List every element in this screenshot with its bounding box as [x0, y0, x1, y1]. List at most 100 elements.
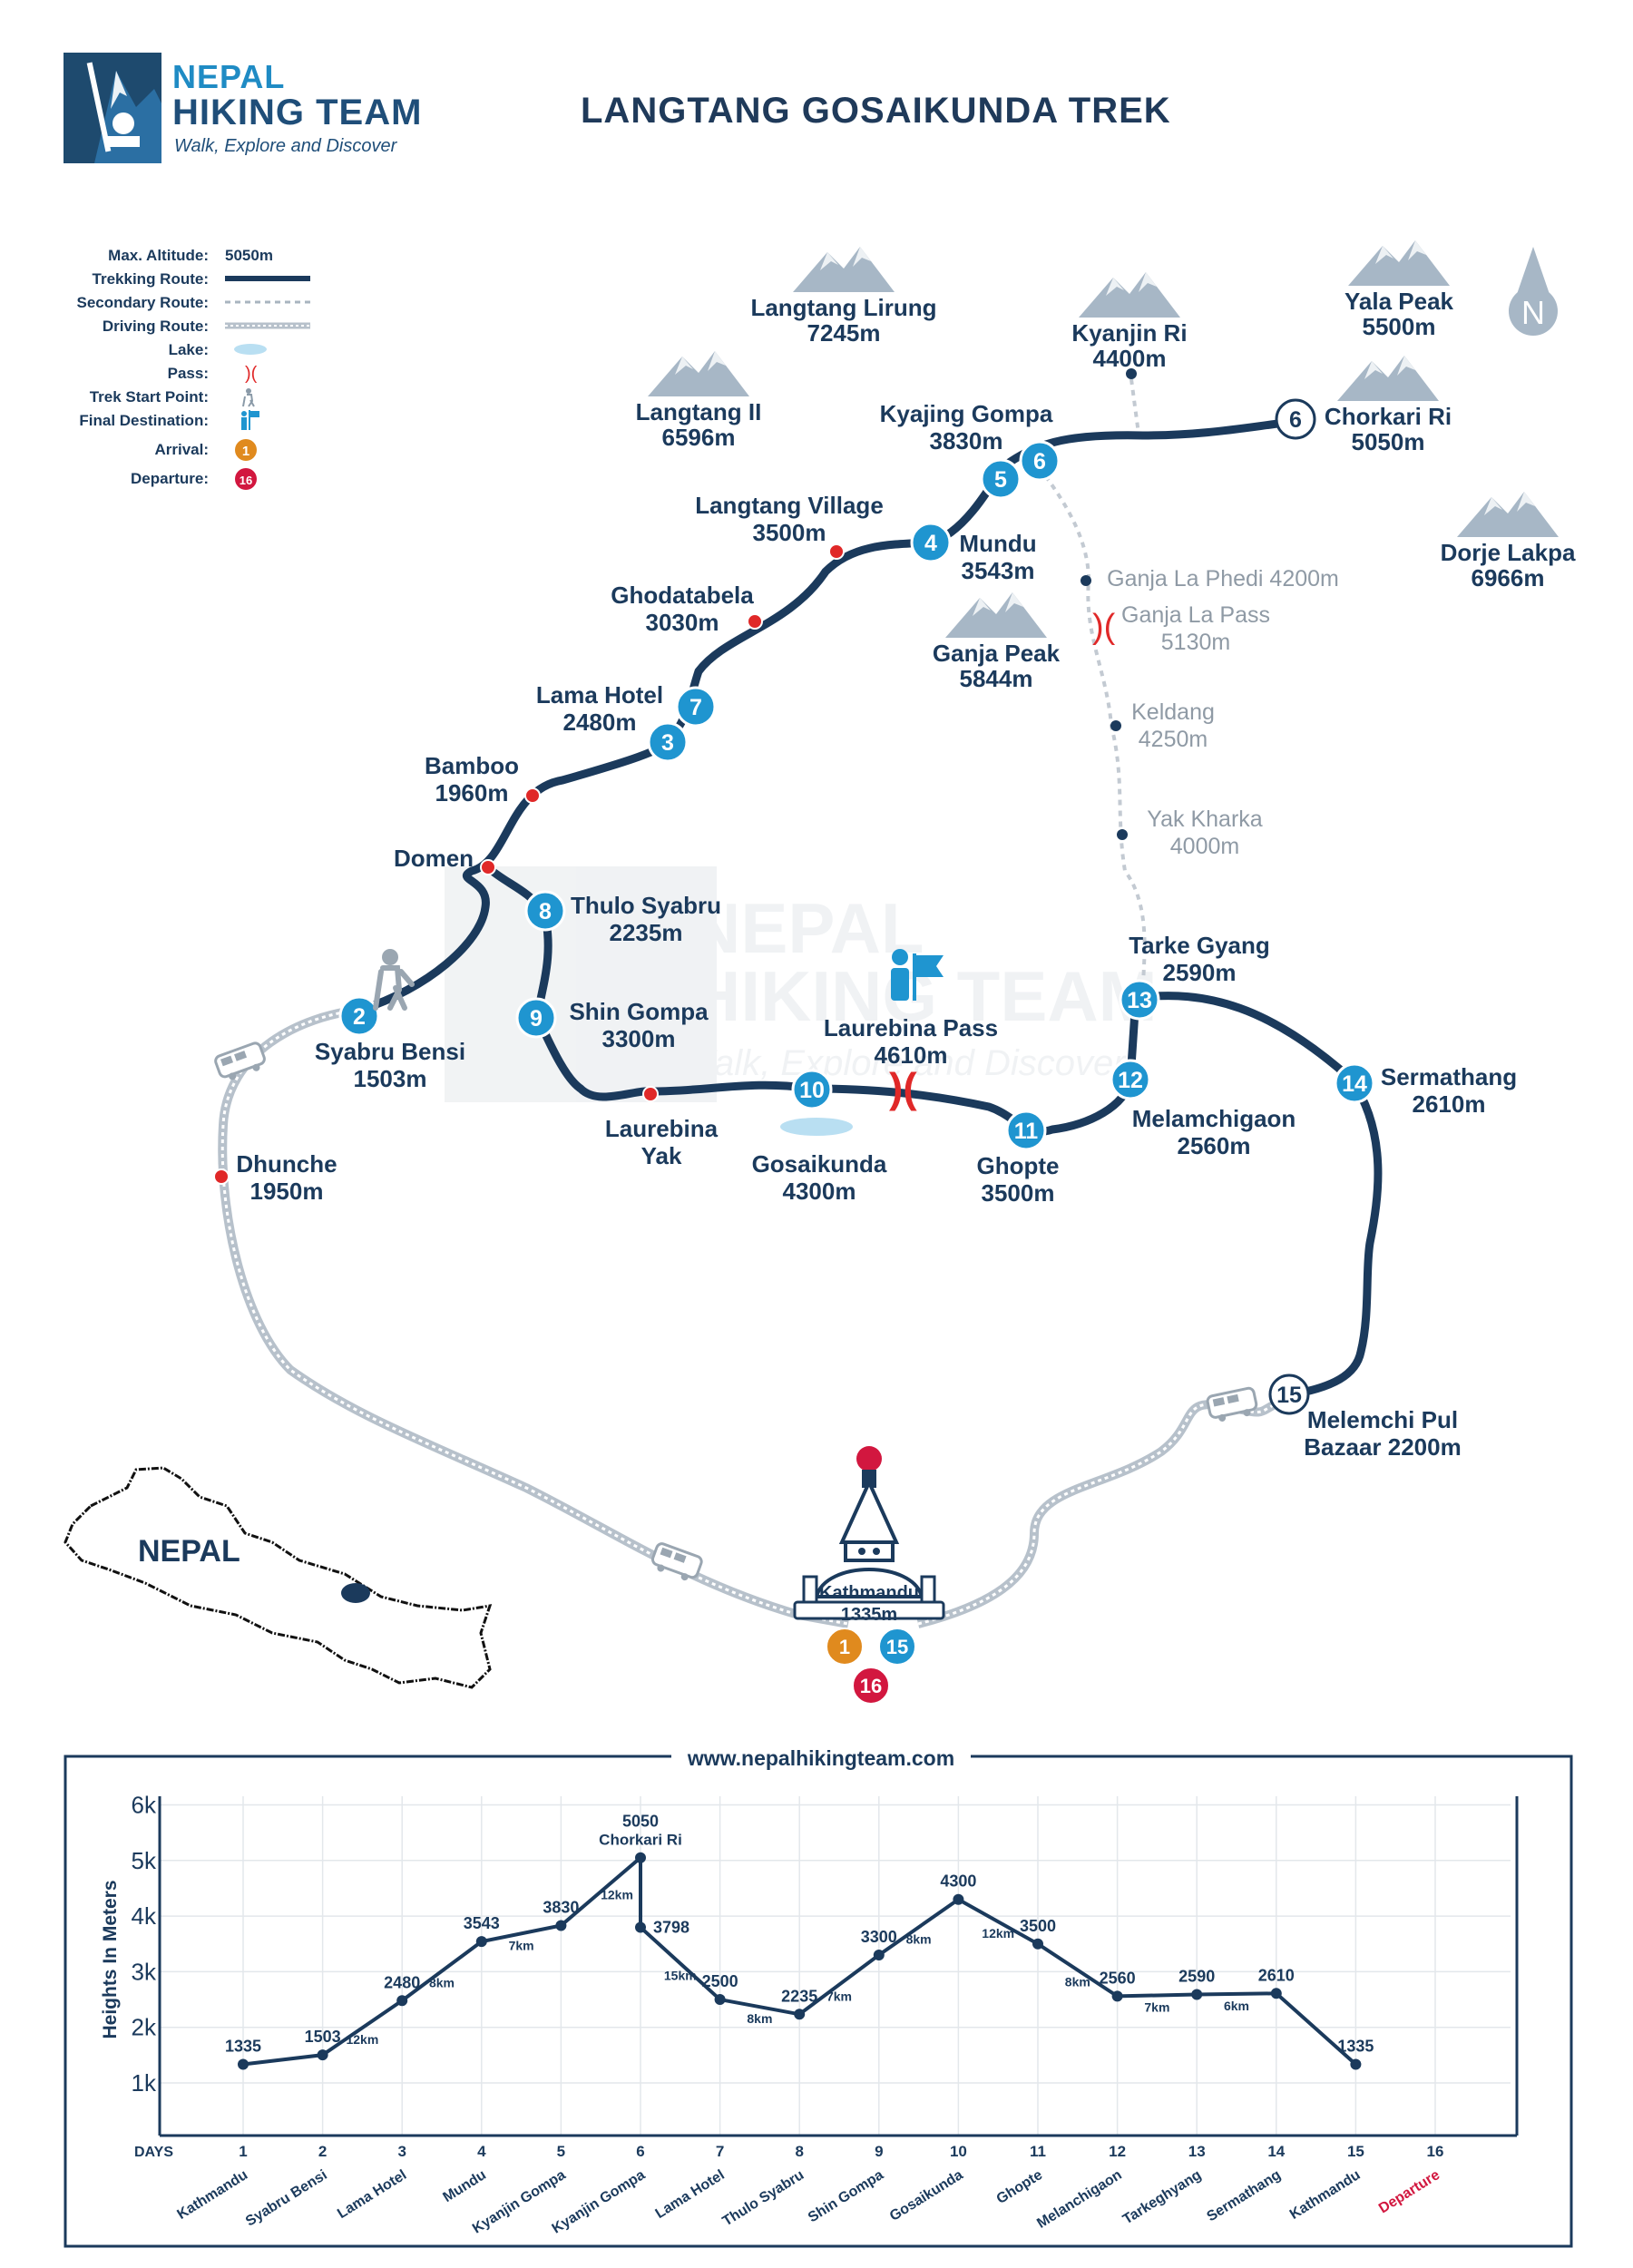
profile-point-label: 3500 [1020, 1917, 1056, 1935]
secondary-place-name: Yak Kharka [1147, 807, 1262, 832]
place-name: Lama Hotel [536, 681, 663, 709]
x-tick-label: 16 [1427, 2143, 1444, 2160]
profile-point [317, 2049, 328, 2061]
profile-point [475, 1936, 487, 1948]
day-marker-number: 3 [661, 730, 674, 756]
day-name-label: Syabru Bensi [243, 2167, 330, 2230]
stop-dot [524, 787, 541, 804]
laurebina-pass-icon: )( [889, 1064, 917, 1111]
profile-line [242, 1853, 1357, 2067]
mountain-altitude: 4400m [1093, 345, 1167, 372]
place-altitude: 1503m [354, 1065, 427, 1092]
legend-label: Departure: [131, 470, 209, 487]
profile-point-label: 3798 [653, 1918, 689, 1936]
secondary-place-name: Ganja La Pass [1121, 602, 1270, 628]
trek-map: NEPAL HIKING TEAM Walk, Explore and Disc… [64, 240, 1576, 1705]
stop-dot [213, 1168, 230, 1185]
x-tick-label: 4 [477, 2143, 486, 2160]
day-marker [524, 890, 566, 932]
map-legend: Max. Altitude: 5050m Trekking Route: Sec… [77, 247, 310, 490]
day-name-label: Kathmandu [1287, 2167, 1364, 2223]
brand-tagline: Walk, Explore and Discover [174, 136, 397, 156]
profile-grid [158, 1796, 1519, 2137]
place-name: Syabru Bensi [315, 1038, 465, 1065]
x-tick-label: 14 [1267, 2143, 1285, 2160]
place-name: Dhunche [236, 1150, 337, 1178]
profile-point-label: 3543 [464, 1914, 500, 1932]
departure-badge-text: 16 [240, 474, 252, 487]
day-marker [791, 1069, 833, 1110]
day-marker [1275, 398, 1316, 440]
return-marker-text: 15 [886, 1636, 908, 1658]
departure-marker [852, 1667, 890, 1705]
day-marker-number: 15 [1276, 1383, 1302, 1408]
stop-dot [480, 859, 496, 875]
place-altitude: 2235m [610, 919, 683, 946]
lake-icon [234, 344, 267, 355]
stop-dot [747, 613, 763, 630]
x-axis-title: DAYS [134, 2145, 173, 2160]
mountain-name: Langtang Lirung [750, 294, 936, 321]
compass-icon: N [1509, 247, 1558, 336]
profile-point [714, 1994, 726, 2006]
y-tick-label: 4k [132, 1902, 157, 1930]
langtang-region-icon [341, 1583, 370, 1603]
secondary-place-altitude: 4250m [1139, 727, 1208, 752]
kyanjin-ri-dot [1126, 368, 1137, 379]
place-name: Mundu [959, 530, 1036, 557]
day-marker [1119, 979, 1160, 1021]
arrival-marker [826, 1628, 864, 1666]
final-destination-flag-icon [891, 949, 944, 1001]
place-altitude: 4610m [875, 1041, 948, 1069]
profile-point [635, 1921, 646, 1933]
y-tick-label: 5k [132, 1847, 157, 1874]
distance-label: 7km [1144, 1999, 1169, 2014]
day-marker-number: 9 [530, 1006, 543, 1031]
day-marker-number: 6 [1033, 449, 1046, 474]
profile-point-label: 2500 [702, 1972, 738, 1990]
profile-point [873, 1950, 885, 1961]
distance-label: 12km [346, 2032, 378, 2047]
elevation-profile: www.nepalhikingteam.com Heights In Meter… [64, 1742, 1573, 2248]
distance-label: 8km [1065, 1975, 1090, 1989]
trek-start-hiker-icon [373, 949, 415, 1011]
vehicle-icon [214, 1041, 266, 1080]
profile-point-label: 2560 [1100, 1969, 1136, 1987]
brand-name-line1: NEPAL [172, 58, 286, 95]
day-marker [1334, 1062, 1375, 1104]
profile-point [794, 2009, 806, 2020]
place-name: Melemchi Pul [1307, 1406, 1458, 1433]
day-marker-number: 7 [689, 695, 702, 720]
arrival-badge [235, 439, 257, 461]
day-marker [515, 997, 557, 1039]
departure-marker-text: 16 [860, 1675, 882, 1697]
website-url[interactable]: www.nepalhikingteam.com [687, 1746, 954, 1770]
distance-label: 8km [747, 2011, 772, 2026]
pass-icon: )( [245, 364, 258, 384]
profile-path [242, 1853, 1357, 2067]
x-tick-label: 6 [636, 2143, 644, 2160]
brand-logo[interactable]: NEPAL HIKING TEAM Walk, Explore and Disc… [64, 53, 445, 171]
profile-point-label: 3830 [543, 1899, 579, 1917]
legend-label: Secondary Route: [77, 294, 209, 311]
profile-point [238, 2058, 249, 2070]
flag-icon [241, 410, 259, 430]
place-name: Laurebina Pass [824, 1014, 998, 1041]
watermark-tagline: Walk, Explore and Discover [680, 1043, 1127, 1083]
gosaikunda-lake-icon [780, 1118, 853, 1136]
mountain-altitude: 5500m [1363, 313, 1436, 340]
place-altitude: 3830m [930, 427, 1003, 455]
mountain-name: Langtang II [636, 398, 762, 425]
stop-points [213, 543, 845, 1185]
secondary-place-name: Ganja La Phedi 4200m [1107, 566, 1339, 591]
departure-badge [235, 468, 257, 490]
page-title: LANGTANG GOSAIKUNDA TREK [581, 91, 1171, 131]
profile-point-label: 1335 [1337, 2037, 1374, 2055]
place-altitude: 3500m [982, 1179, 1055, 1207]
stop-dot [828, 543, 845, 560]
